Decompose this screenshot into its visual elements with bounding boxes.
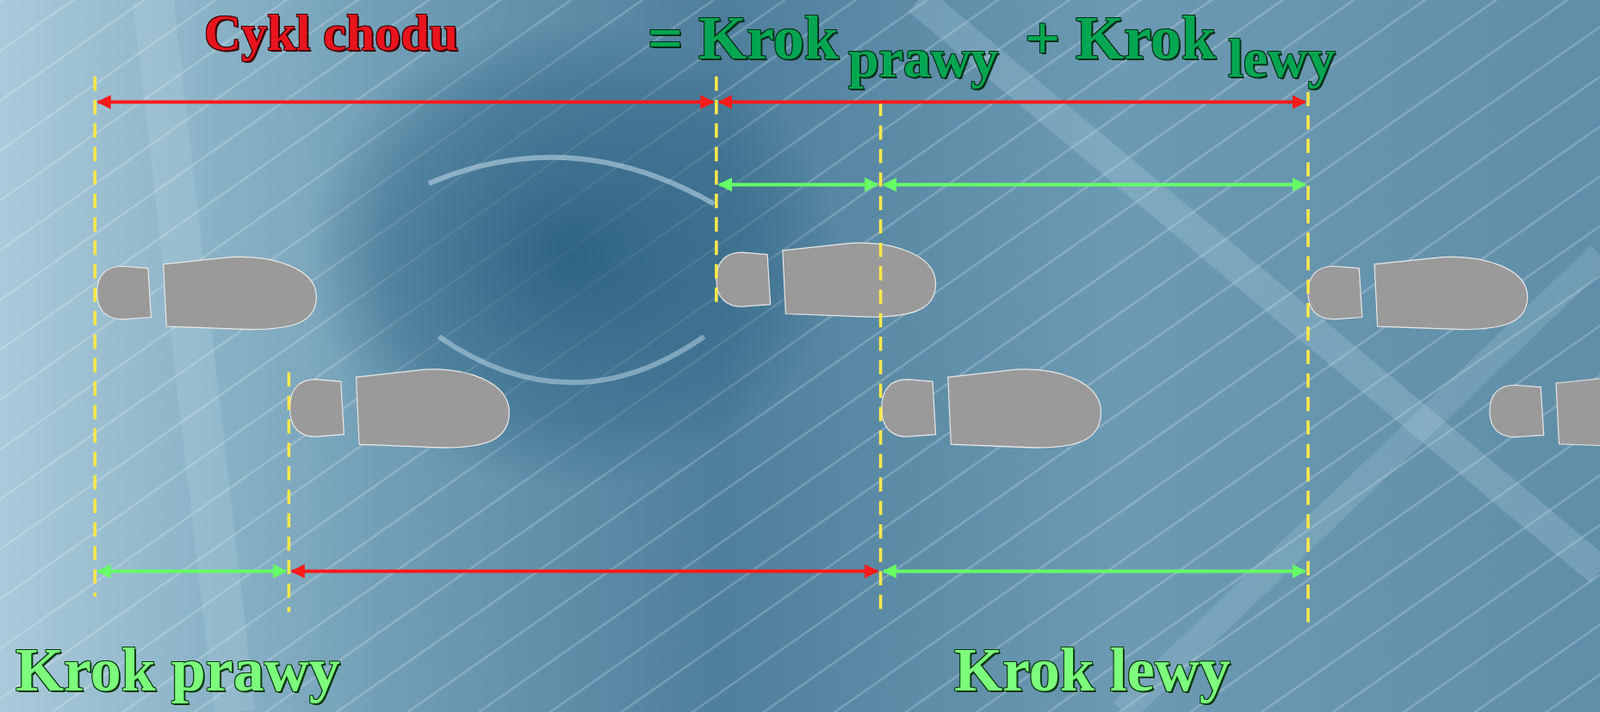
subscript-label: lewy xyxy=(1227,31,1335,87)
step-label: Krok prawy xyxy=(15,638,341,701)
subscript-label: prawy xyxy=(848,31,999,87)
equation-term: = Krok xyxy=(647,6,839,69)
step-label: Krok lewy xyxy=(954,638,1231,701)
equation-term: + Krok xyxy=(1024,6,1216,69)
cycle-heading: Cykl chodu xyxy=(204,6,459,59)
